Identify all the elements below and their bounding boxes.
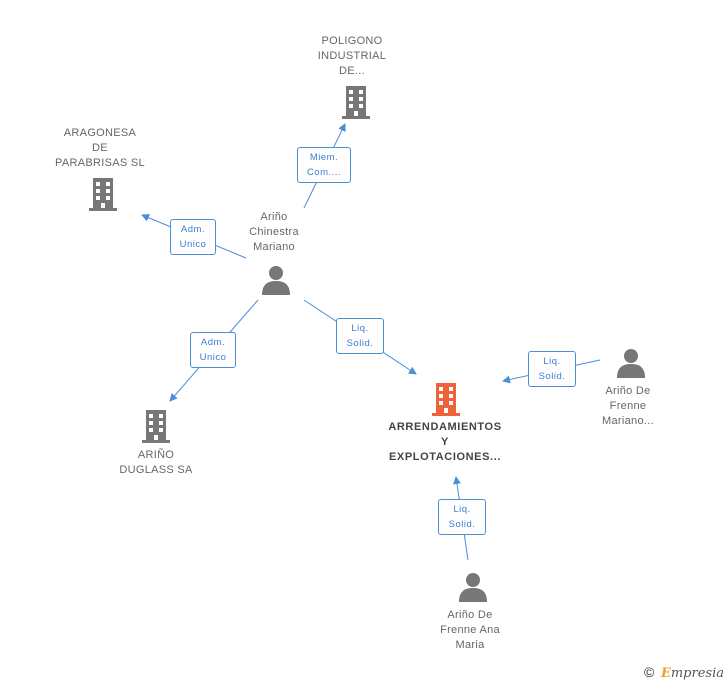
node-label-frenne-mariano[interactable]: Ariño De Frenne Mariano...: [602, 385, 654, 427]
node-label-frenne-ana[interactable]: Ariño De Frenne Ana Maria: [440, 609, 500, 651]
person-icon[interactable]: [615, 348, 647, 378]
node-label-aragonesa[interactable]: ARAGONESA DE PARABRISAS SL: [55, 127, 145, 169]
footer-credit[interactable]: © Empresia: [644, 664, 724, 681]
edge-label-liq-chinestra[interactable]: Liq. Solid.: [336, 318, 384, 354]
person-icon[interactable]: [260, 265, 292, 295]
building-icon-main[interactable]: [430, 381, 462, 417]
edge-label-liq-frenne-ana[interactable]: Liq. Solid.: [438, 499, 486, 535]
person-icon[interactable]: [457, 572, 489, 602]
node-label-arino-duglass[interactable]: ARIÑO DUGLASS SA: [119, 449, 193, 476]
edge-label-adm-aragonesa[interactable]: Adm. Unico: [170, 219, 216, 255]
brand-logo: Empresia: [660, 666, 724, 681]
edge-label-adm-duglass[interactable]: Adm. Unico: [190, 332, 236, 368]
edge-label-miem[interactable]: Miem. Com....: [297, 147, 351, 183]
node-label-arrendamientos[interactable]: ARRENDAMIENTOS Y EXPLOTACIONES...: [388, 421, 502, 463]
node-label-poligono[interactable]: POLIGONO INDUSTRIAL DE...: [317, 35, 387, 77]
copyright-symbol: ©: [643, 664, 655, 680]
building-icon[interactable]: [140, 408, 172, 444]
building-icon[interactable]: [87, 176, 119, 212]
building-icon[interactable]: [340, 84, 372, 120]
node-label-chinestra[interactable]: Ariño Chinestra Mariano: [249, 211, 299, 253]
edge-label-liq-frenne-mariano[interactable]: Liq. Solid.: [528, 351, 576, 387]
